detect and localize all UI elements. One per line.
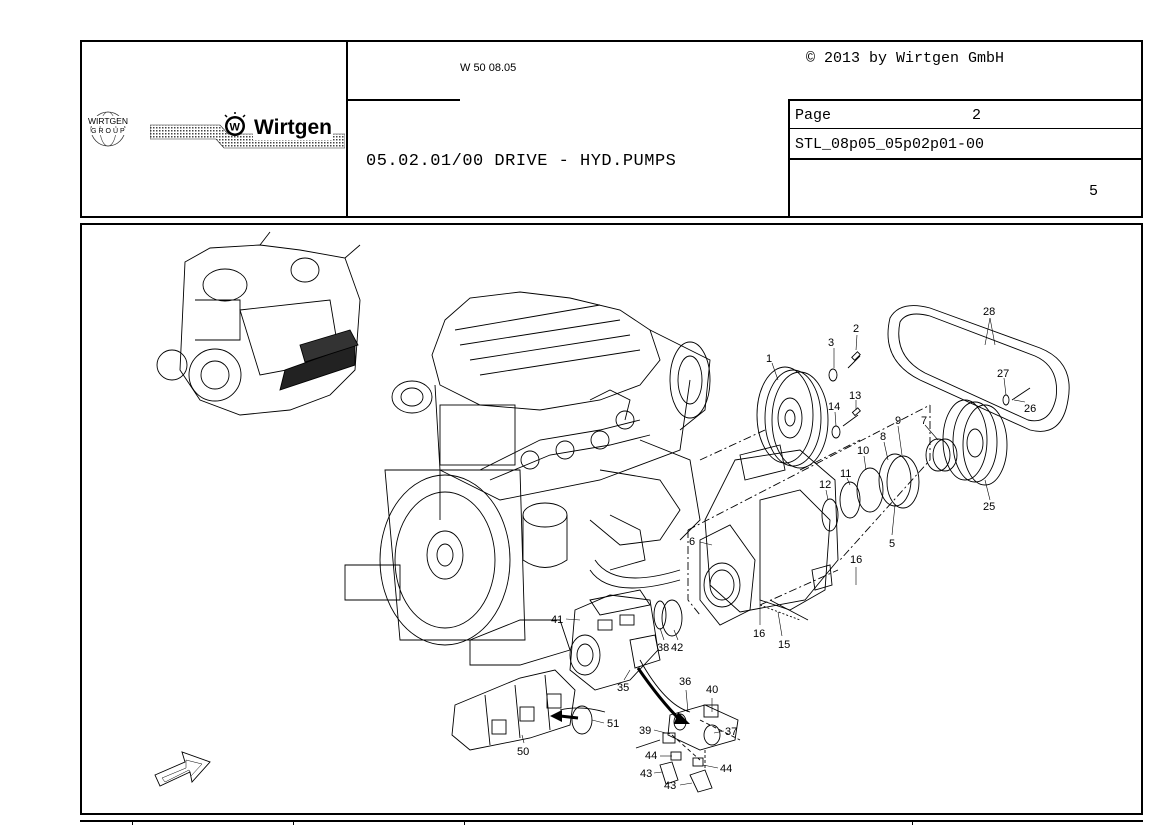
callout-6: 6 xyxy=(689,536,695,548)
page-number: 2 xyxy=(972,107,982,124)
divider xyxy=(788,128,1143,129)
callout-50: 50 xyxy=(517,746,529,758)
callout-15: 15 xyxy=(778,639,790,651)
callout-40: 40 xyxy=(706,684,718,696)
callout-9: 9 xyxy=(895,415,901,427)
callout-26: 26 xyxy=(1024,403,1036,415)
callout-37: 37 xyxy=(725,726,737,738)
callout-44: 44 xyxy=(645,750,657,762)
divider xyxy=(788,158,1143,160)
divider xyxy=(788,99,1143,101)
assembly-title: 05.02.01/00 DRIVE - HYD.PUMPS xyxy=(366,152,677,171)
divider xyxy=(912,820,913,825)
bottom-table-border xyxy=(80,820,1143,822)
page-label: Page xyxy=(795,107,832,124)
group-logo-line2: GROUP xyxy=(91,128,127,135)
engine-block xyxy=(344,291,711,666)
callout-36: 36 xyxy=(679,676,691,688)
callout-25: 25 xyxy=(983,501,995,513)
callout-51: 51 xyxy=(607,718,619,730)
callout-12: 12 xyxy=(819,479,831,491)
callout-16b: 16 xyxy=(753,628,765,640)
callout-10: 10 xyxy=(857,445,869,457)
document-code: STL_08p05_05p02p01-00 xyxy=(795,136,985,153)
callout-28: 28 xyxy=(983,306,995,318)
wirtgen-brand-logo: W xyxy=(149,112,346,154)
divider xyxy=(346,40,348,218)
sheet-count: 5 xyxy=(1089,183,1099,200)
callout-11: 11 xyxy=(840,468,851,480)
callout-7: 7 xyxy=(921,415,927,427)
callout-42: 42 xyxy=(671,642,683,654)
callout-43: 43 xyxy=(640,768,652,780)
callout-41: 41 xyxy=(551,614,563,626)
callout-39: 39 xyxy=(639,725,651,737)
v-belt-28 xyxy=(887,305,1070,432)
callout-35: 35 xyxy=(617,682,629,694)
callout-27: 27 xyxy=(997,368,1009,380)
callout-14: 14 xyxy=(828,401,840,413)
callout-16: 16 xyxy=(850,554,862,566)
drawing-frame xyxy=(80,223,1143,815)
callout-43b: 43 xyxy=(664,780,676,792)
callout-1: 1 xyxy=(766,353,772,365)
hydraulic-pump-35 xyxy=(569,589,661,691)
gear-pump-50 xyxy=(451,669,576,751)
callout-8: 8 xyxy=(880,431,886,443)
direction-arrow-icon xyxy=(154,751,211,787)
divider xyxy=(464,820,465,825)
callout-3: 3 xyxy=(828,337,834,349)
pump-bracket xyxy=(699,444,839,626)
model-label: W 50 08.05 xyxy=(460,62,517,74)
callout-38: 38 xyxy=(657,642,669,654)
copyright: © 2013 by Wirtgen GmbH xyxy=(806,50,1005,67)
callout-5: 5 xyxy=(889,538,895,550)
callout-2: 2 xyxy=(853,323,859,335)
callout-44b: 44 xyxy=(720,763,732,775)
group-logo-line1: WIRTGEN xyxy=(87,116,129,126)
title-block xyxy=(80,40,1143,218)
divider xyxy=(132,820,133,825)
divider xyxy=(346,99,460,101)
divider xyxy=(293,820,294,825)
brand-logo-text: Wirtgen xyxy=(253,116,333,140)
pulley-25 xyxy=(925,399,1008,486)
svg-text:W: W xyxy=(230,122,241,134)
engine-overview-icon xyxy=(156,231,361,416)
pulley-1 xyxy=(756,366,829,469)
callout-13: 13 xyxy=(849,390,861,402)
